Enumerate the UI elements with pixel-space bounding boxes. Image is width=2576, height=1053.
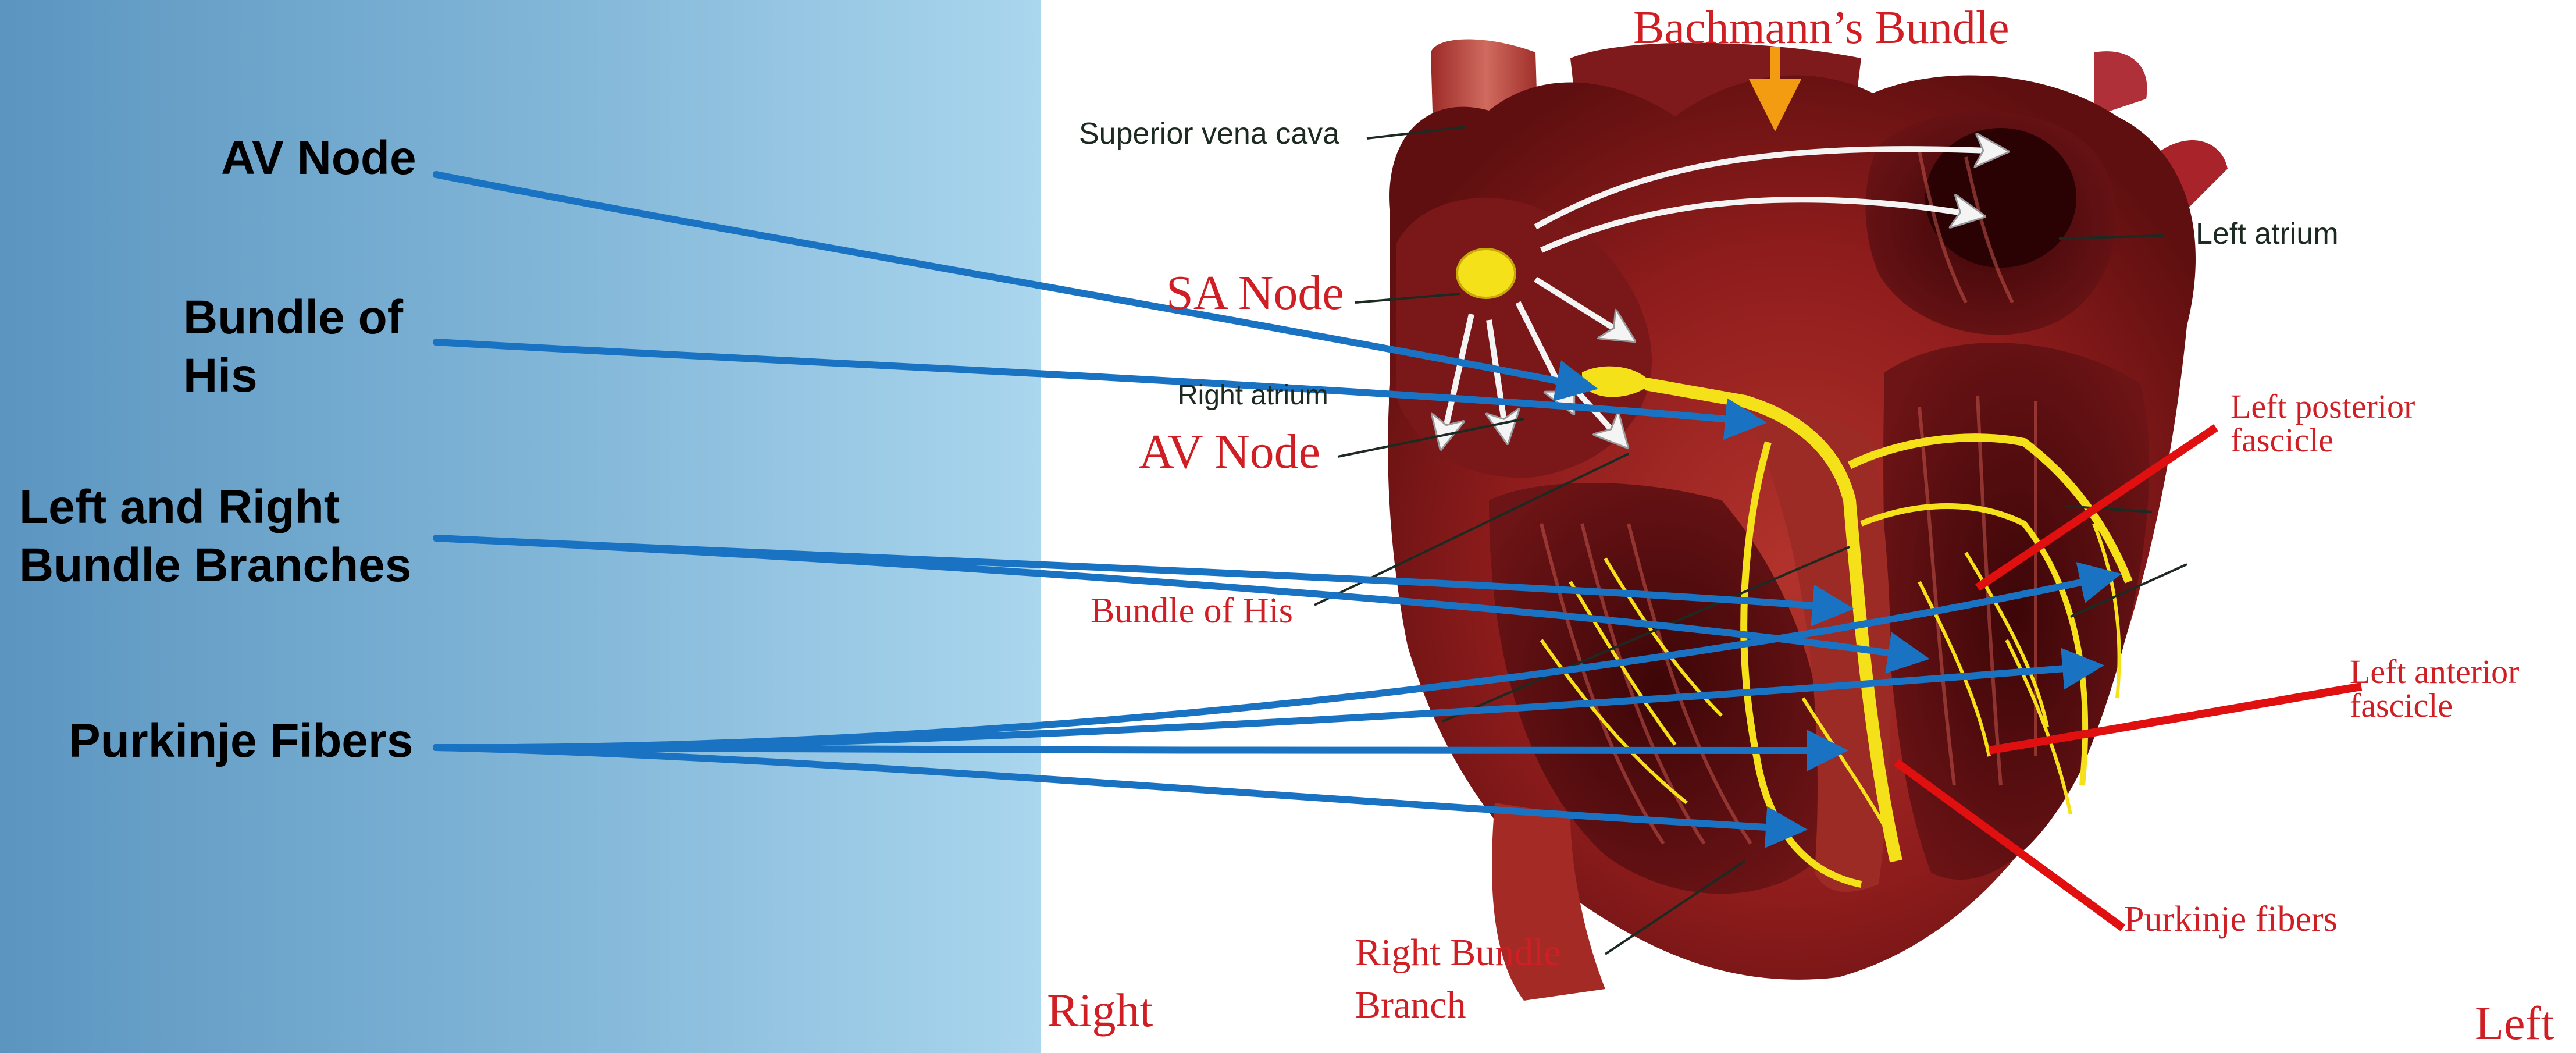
- label-av-node: AV Node: [1139, 424, 1320, 480]
- label-left-posterior-line1: Left posterior: [2231, 390, 2415, 424]
- label-left-anterior-line1: Left anterior: [2350, 655, 2519, 689]
- sa-node-shape: [1457, 249, 1515, 298]
- arrow-purkinje-c[interactable]: [436, 748, 1838, 750]
- label-purkinje-fibers: Purkinje fibers: [2124, 899, 2338, 940]
- label-left-posterior-line2: fascicle: [2231, 424, 2333, 457]
- label-right-bundle-line1: Right Bundle: [1355, 927, 1561, 979]
- label-superior-vena-cava: Superior vena cava: [1079, 116, 1339, 151]
- label-bundle-of-his: Bundle of His: [1091, 590, 1293, 632]
- heart-anatomy: [1388, 40, 2228, 1001]
- label-left: Left: [2475, 996, 2554, 1051]
- label-right-bundle-line2: Branch: [1355, 979, 1466, 1031]
- label-sa-node: SA Node: [1166, 265, 1344, 321]
- label-right: Right: [1047, 983, 1153, 1038]
- label-left-atrium: Left atrium: [2196, 216, 2339, 251]
- label-left-anterior-line2: fascicle: [2350, 689, 2453, 723]
- label-right-atrium: Right atrium: [1178, 379, 1328, 411]
- pulmonary-trunk: [2094, 51, 2147, 116]
- label-bachmanns-bundle: Bachmann’s Bundle: [1633, 2, 2010, 55]
